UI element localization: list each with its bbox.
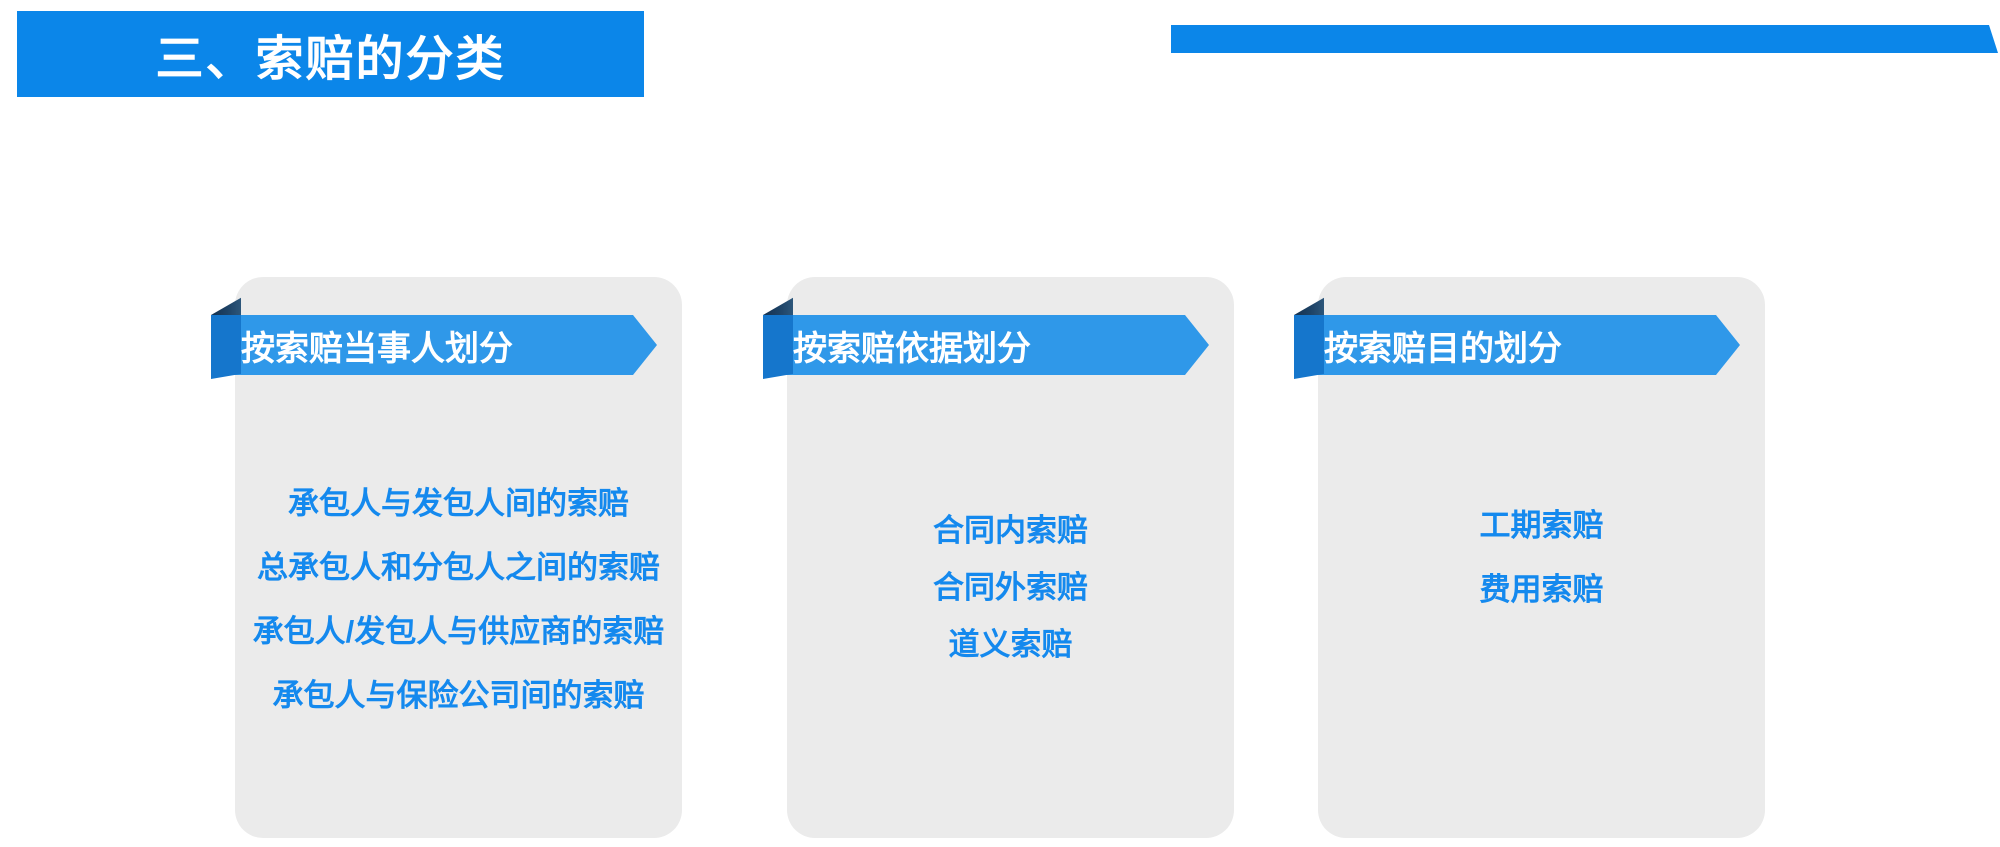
list-item: 总承包人和分包人之间的索赔	[257, 549, 660, 585]
list-item: 道义索赔	[948, 627, 1073, 662]
card-item-list: 工期索赔 费用索赔	[1318, 490, 1765, 618]
slide-title-bar: 三、索赔的分类	[17, 11, 644, 97]
list-item: 合同外索赔	[933, 570, 1088, 605]
ribbon-header-claim-purpose: 按索赔目的划分	[1294, 297, 1740, 379]
ribbon-fold-back	[211, 297, 241, 315]
ribbon-fold-back	[763, 297, 793, 315]
card-by-claim-purpose: 按索赔目的划分 工期索赔 费用索赔	[1294, 277, 1765, 838]
slide-title: 三、索赔的分类	[155, 33, 506, 86]
ribbon-banner	[211, 315, 657, 375]
list-item: 承包人/发包人与供应商的索赔	[252, 613, 665, 649]
list-item: 承包人与发包人间的索赔	[288, 485, 629, 521]
ribbon-fold-back	[1294, 297, 1324, 315]
card-item-list: 合同内索赔 合同外索赔 道义索赔	[787, 499, 1234, 670]
card-header-label: 按索赔目的划分	[1324, 329, 1562, 368]
ribbon-header-claim-basis: 按索赔依据划分	[763, 297, 1209, 379]
list-item: 费用索赔	[1479, 571, 1604, 607]
ribbon-header-claim-parties: 按索赔当事人划分	[211, 297, 657, 379]
card-by-claim-parties: 按索赔当事人划分 承包人与发包人间的索赔 总承包人和分包人之间的索赔 承包人/发…	[211, 277, 682, 838]
card-header-label: 按索赔依据划分	[793, 329, 1031, 368]
ribbon-fold-front	[763, 315, 793, 379]
list-item: 合同内索赔	[933, 513, 1088, 548]
ribbon-fold-front	[211, 315, 241, 379]
ribbon-banner	[1294, 315, 1740, 375]
card-header-label: 按索赔当事人划分	[241, 329, 513, 368]
ribbon-fold-front	[1294, 315, 1324, 379]
card-item-list: 承包人与发包人间的索赔 总承包人和分包人之间的索赔 承包人/发包人与供应商的索赔…	[235, 468, 682, 724]
ribbon-banner	[763, 315, 1209, 375]
top-accent-bar	[1171, 25, 1998, 53]
card-by-claim-basis: 按索赔依据划分 合同内索赔 合同外索赔 道义索赔	[763, 277, 1234, 838]
list-item: 工期索赔	[1479, 507, 1604, 543]
list-item: 承包人与保险公司间的索赔	[272, 677, 645, 713]
